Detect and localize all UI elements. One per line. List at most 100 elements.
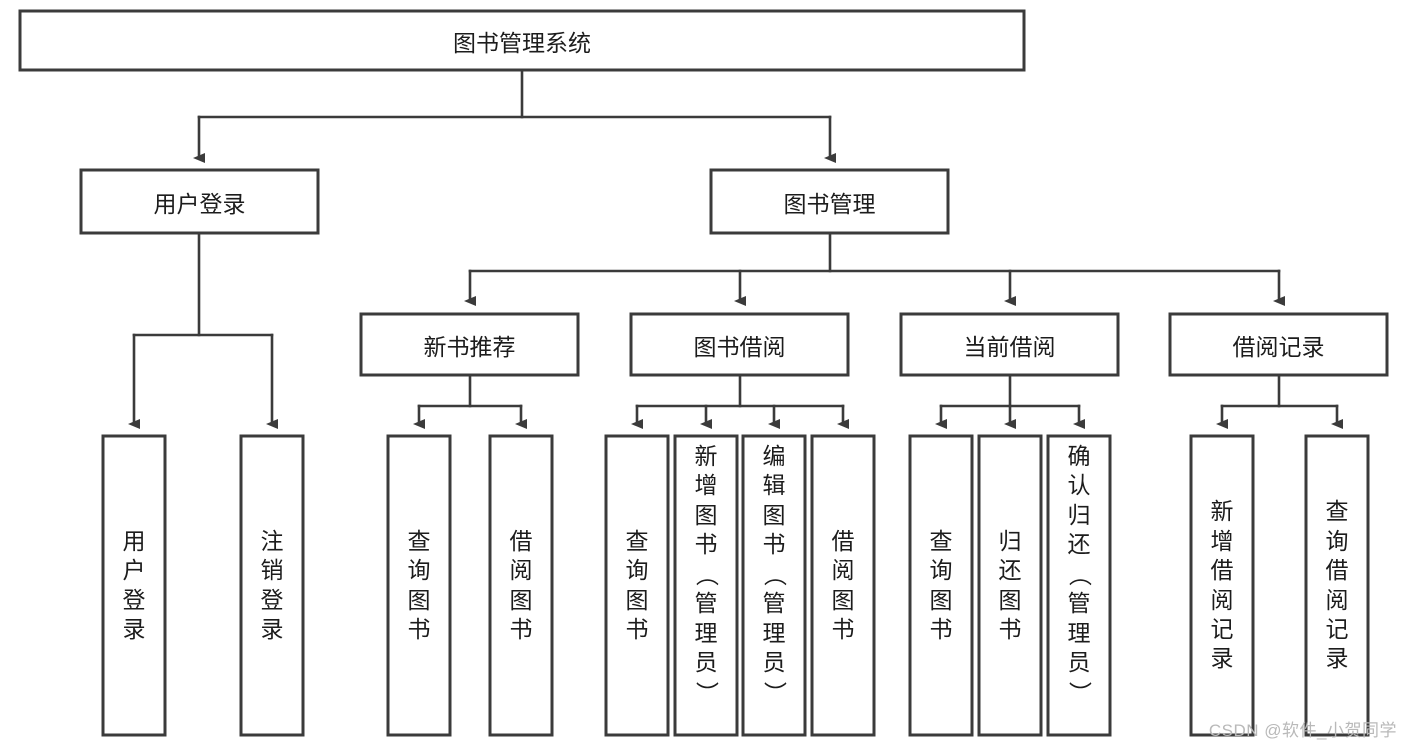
node-box-leaf-borrow-book-2[interactable] <box>810 434 876 737</box>
vertical-char: 录 <box>122 615 146 642</box>
vertical-char: 归 <box>998 527 1022 554</box>
node-box-leaf-user-login[interactable] <box>101 434 167 737</box>
vertical-char: 户 <box>122 557 146 584</box>
node-box-leaf-query-book-1[interactable] <box>386 434 452 737</box>
vertical-char: 书 <box>694 531 718 558</box>
node-box-leaf-borrow-book-1[interactable] <box>488 434 554 737</box>
vertical-char: 编 <box>762 443 786 469</box>
vertical-char: 借 <box>1210 557 1234 584</box>
vertical-char: 归 <box>1067 501 1091 528</box>
vertical-char: 借 <box>509 527 533 554</box>
connector-userlogin-to-leaves <box>128 231 278 429</box>
vertical-char: 图 <box>625 586 649 613</box>
vertical-char: 管 <box>762 590 786 617</box>
vertical-char: （ <box>1066 562 1093 586</box>
vertical-char: （ <box>693 562 720 586</box>
vertical-char: 书 <box>998 615 1022 642</box>
label-leaf-query-book-1: 查询图书 <box>388 436 450 735</box>
node-box-current-borrow[interactable] <box>899 312 1120 377</box>
vertical-char: 录 <box>260 615 284 642</box>
node-box-leaf-query-book-2[interactable] <box>604 434 670 737</box>
vertical-char: 理 <box>762 619 786 646</box>
vertical-char: 用 <box>122 527 146 554</box>
vertical-char: 增 <box>694 472 718 499</box>
vertical-char: 新 <box>1210 498 1234 525</box>
connector-bookmanage-to-level3 <box>464 231 1285 306</box>
vertical-char: 借 <box>1325 557 1349 584</box>
vertical-char: 阅 <box>1325 586 1349 613</box>
node-box-borrow-record[interactable] <box>1168 312 1389 377</box>
node-box-leaf-query-book-3[interactable] <box>908 434 974 737</box>
label-leaf-logout-login: 注销登录 <box>241 436 303 735</box>
label-title: 图书管理系统 <box>453 29 591 56</box>
vertical-char: 阅 <box>509 557 533 584</box>
vertical-char: 登 <box>260 586 284 613</box>
vertical-char: 录 <box>1325 645 1349 672</box>
vertical-char: 询 <box>407 557 431 584</box>
vertical-char: 图 <box>694 501 718 528</box>
connector-bookborrow-to-leaves <box>631 373 849 429</box>
vertical-char: 查 <box>1325 498 1349 525</box>
label-leaf-user-login: 用户登录 <box>103 436 165 735</box>
label-leaf-return-book: 归还图书 <box>979 436 1041 735</box>
vertical-char: 询 <box>929 557 953 584</box>
vertical-char: 理 <box>1067 619 1091 646</box>
node-box-title[interactable] <box>18 9 1026 72</box>
vertical-char: 书 <box>509 615 533 642</box>
vertical-char: 新 <box>694 443 718 469</box>
connector-currentborrow-to-leaves <box>935 373 1085 429</box>
vertical-char: 辑 <box>762 472 786 499</box>
vertical-char: 认 <box>1067 472 1091 499</box>
vertical-char: 增 <box>1210 527 1234 554</box>
label-leaf-edit-book: 编辑图书（管理员） <box>743 442 805 735</box>
node-box-leaf-query-record[interactable] <box>1304 434 1370 737</box>
vertical-char: 借 <box>831 527 855 554</box>
vertical-char: 员 <box>694 649 718 676</box>
label-leaf-query-book-3: 查询图书 <box>910 436 972 735</box>
vertical-char: 查 <box>407 527 431 554</box>
node-box-leaf-return-book[interactable] <box>977 434 1043 737</box>
vertical-char: ） <box>1066 680 1093 704</box>
vertical-char: 书 <box>929 615 953 642</box>
node-box-book-manage[interactable] <box>709 168 950 235</box>
vertical-char: 还 <box>998 557 1022 584</box>
node-box-leaf-add-record[interactable] <box>1189 434 1255 737</box>
node-box-book-borrow[interactable] <box>629 312 850 377</box>
node-box-leaf-logout-login[interactable] <box>239 434 305 737</box>
label-leaf-query-record: 查询借阅记录 <box>1306 436 1368 735</box>
label-leaf-query-book-2: 查询图书 <box>606 436 668 735</box>
vertical-char: 还 <box>1067 531 1091 558</box>
vertical-char: 管 <box>694 590 718 617</box>
vertical-char: 登 <box>122 586 146 613</box>
vertical-char: 图 <box>998 586 1022 613</box>
connector-borrowrecord-to-leaves <box>1216 373 1343 429</box>
vertical-char: 查 <box>929 527 953 554</box>
node-box-new-book-recommend[interactable] <box>359 312 580 377</box>
vertical-char: 询 <box>625 557 649 584</box>
node-box-leaf-edit-book[interactable] <box>741 434 807 737</box>
label-current-borrow: 当前借阅 <box>963 333 1056 360</box>
vertical-char: 记 <box>1210 615 1234 642</box>
label-user-login: 用户登录 <box>153 190 246 217</box>
label-book-manage: 图书管理 <box>783 190 876 217</box>
connector-root-to-level2 <box>193 68 836 163</box>
vertical-char: 图 <box>929 586 953 613</box>
label-leaf-add-record: 新增借阅记录 <box>1191 436 1253 735</box>
label-leaf-borrow-book-2: 借阅图书 <box>812 436 874 735</box>
vertical-char: ） <box>693 680 720 704</box>
connector-newbook-to-leaves <box>413 373 527 429</box>
node-box-leaf-confirm-return[interactable] <box>1046 434 1112 737</box>
vertical-char: （ <box>761 562 788 586</box>
vertical-char: 管 <box>1067 590 1091 617</box>
vertical-char: 销 <box>260 557 284 584</box>
vertical-char: 阅 <box>1210 586 1234 613</box>
vertical-char: 图 <box>509 586 533 613</box>
vertical-char: 查 <box>625 527 649 554</box>
node-box-user-login[interactable] <box>79 168 320 235</box>
vertical-char: ） <box>761 680 788 704</box>
label-borrow-record: 借阅记录 <box>1232 333 1325 360</box>
label-leaf-borrow-book-1: 借阅图书 <box>490 436 552 735</box>
node-box-leaf-add-book[interactable] <box>673 434 739 737</box>
